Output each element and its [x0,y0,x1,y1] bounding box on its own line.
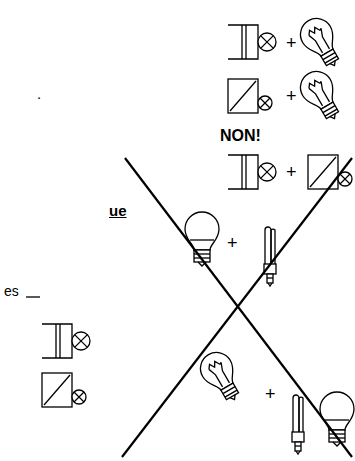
plus-sign: + [264,385,277,403]
plus-sign: + [285,163,298,181]
plus-sign: + [285,87,298,105]
leader-line [26,296,40,297]
electronic-transformer-lamp [228,66,348,127]
cut-text: . [36,86,42,101]
warning-label: NON! [219,128,262,144]
magnetic-transformer-lamp [228,13,348,74]
forbidden-transformers-with-lamps [42,324,354,454]
cut-text: es [3,284,20,298]
plus-sign: + [285,34,298,52]
plus-sign: + [226,234,239,252]
cross-out [122,158,352,457]
cut-heading: ue [108,203,128,218]
